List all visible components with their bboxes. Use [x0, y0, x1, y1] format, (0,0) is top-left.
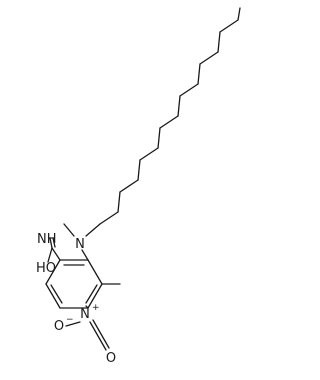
bond-group — [45, 7, 241, 351]
hydroxyl-bond — [47, 247, 53, 263]
alkyl-chain-bond — [117, 191, 121, 213]
chain-bond — [85, 223, 101, 237]
nitro-nitrogen-charge: + — [92, 303, 100, 313]
nitro-oxygen-left-label: O — [54, 319, 64, 334]
imine-double-bond — [52, 237, 56, 248]
alkyl-chain-bond — [99, 211, 119, 225]
ring-bond — [45, 283, 61, 309]
nitro-nitrogen-label: N — [80, 307, 90, 322]
ring-bond — [87, 283, 103, 309]
methyl-bond — [63, 223, 75, 237]
imine-bond — [49, 237, 53, 249]
molecule-diagram: NH HO N N + O − O — [36, 7, 241, 366]
nitro-oxygen-left-charge: − — [66, 315, 74, 325]
alkyl-chain-bond — [119, 179, 139, 193]
amine-nitrogen-label: N — [75, 237, 85, 252]
alkyl-chain-bond — [139, 147, 159, 161]
alkyl-chain-bond — [219, 19, 239, 33]
ring-bond — [87, 259, 103, 285]
alkyl-chain-bond — [159, 115, 179, 129]
carbon-bond — [51, 247, 61, 261]
ring-double-bond — [85, 284, 98, 304]
imine-label: NH — [37, 232, 57, 247]
alkyl-chain-bond — [217, 31, 221, 53]
ring-bond — [45, 259, 61, 285]
nitro-o-double-bond — [92, 319, 110, 349]
nitro-oxygen-right-label: O — [106, 351, 116, 366]
alkyl-chain-bond — [177, 95, 181, 117]
alkyl-chain-bond — [197, 63, 201, 85]
alkyl-chain-bond — [199, 51, 219, 65]
nitro-o-bond — [65, 321, 81, 327]
ring-double-bond — [50, 284, 63, 304]
alkyl-chain-bond — [237, 7, 241, 21]
nitro-o-bond — [89, 321, 107, 351]
alkyl-chain-bond — [179, 83, 199, 97]
amine-bond — [81, 249, 89, 261]
alkyl-chain-bond — [157, 127, 161, 149]
structure-canvas: NH HO N N + O − O — [36, 7, 241, 366]
hydroxyl-label: HO — [36, 261, 56, 276]
nitro-bond — [85, 305, 89, 309]
alkyl-chain-bond — [137, 159, 141, 181]
